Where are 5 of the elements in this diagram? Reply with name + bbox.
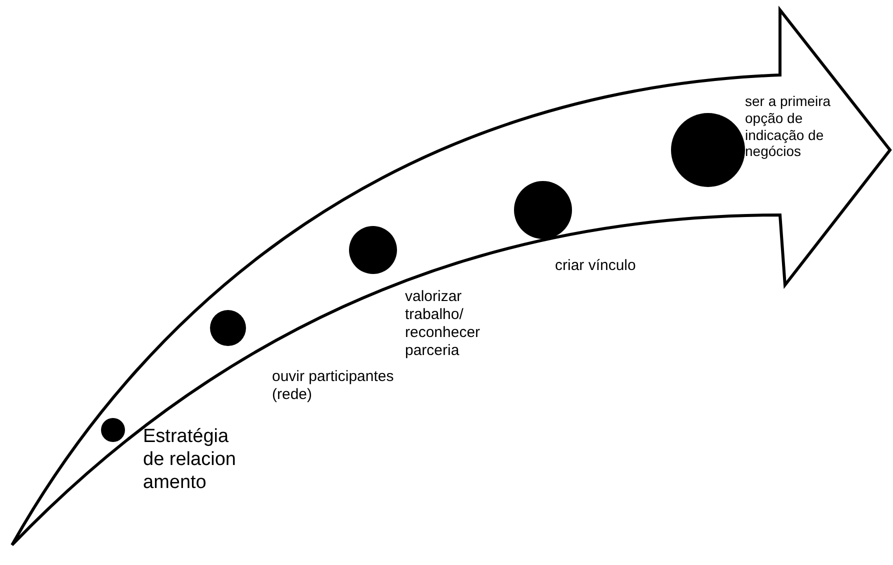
step-label: ouvir participantes (rede): [272, 368, 395, 404]
step-label: valorizar trabalho/ reconhecer parceria: [405, 288, 482, 360]
step-label: criar vínculo: [555, 257, 637, 275]
step-label: ser a primeira opção de indicação de negócios: [745, 93, 832, 160]
step-label: Estratégia de relacionamento: [143, 426, 237, 494]
